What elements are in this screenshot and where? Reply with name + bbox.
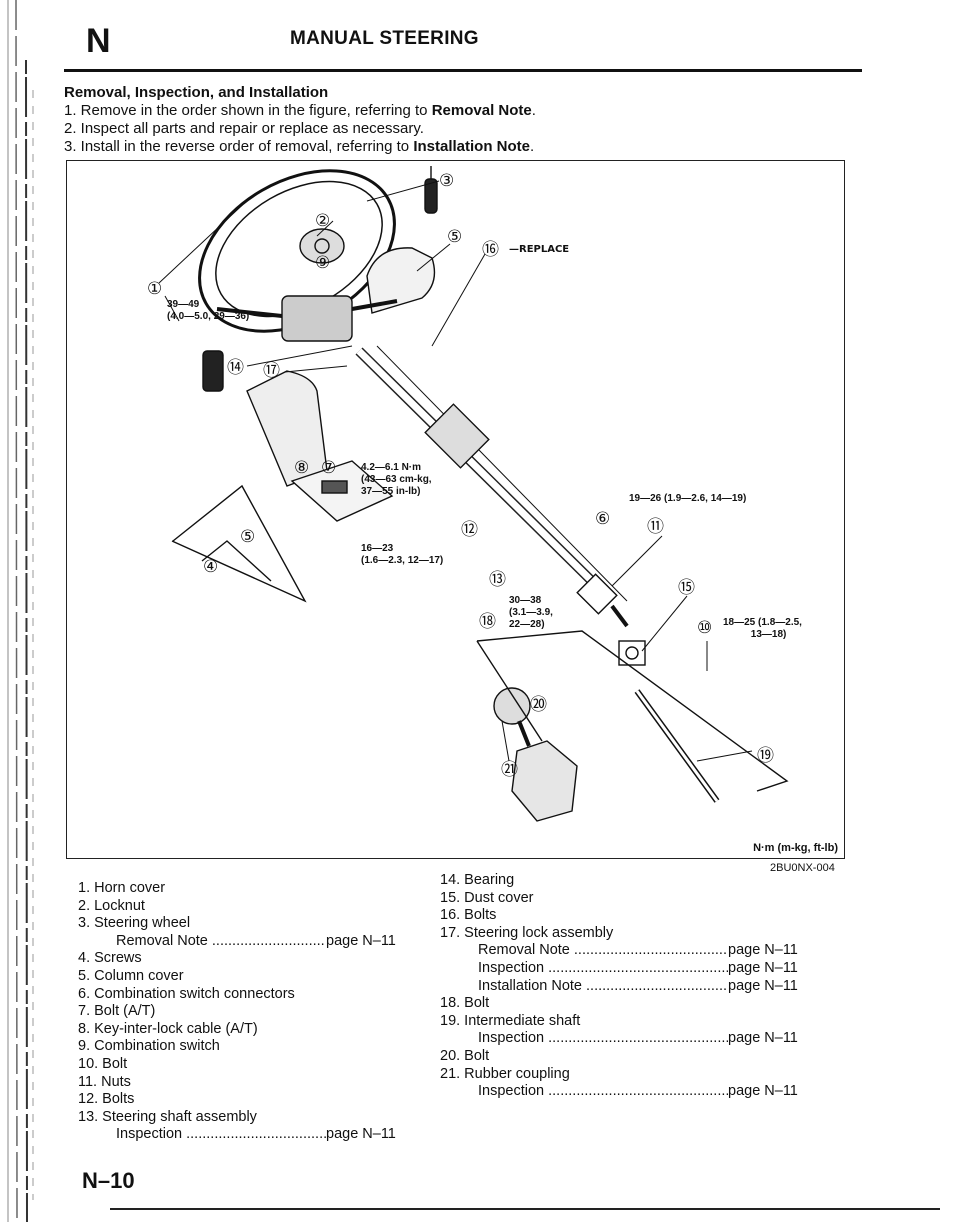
parts-list-item: 8. Key-inter-lock cable (A/T) — [78, 1020, 258, 1037]
callout-20: ⑳ — [530, 695, 547, 715]
page-reference: page N–11 — [728, 959, 798, 976]
parts-list-subitem: Removal Note ...........................… — [78, 933, 396, 951]
step-end: . — [530, 138, 535, 155]
section-letter: N — [86, 22, 111, 60]
callout-11: ⑪ — [647, 517, 664, 537]
page-reference: page N–11 — [326, 932, 396, 949]
callout-5-upper: ⑤ — [447, 227, 463, 247]
callout-6: ⑥ — [595, 509, 611, 529]
parts-list-subitem: Inspection .............................… — [440, 960, 798, 978]
torque-nuts-11: 19—26 (1.9—2.6, 14—19) — [629, 493, 747, 504]
parts-list-item: 6. Combination switch connectors — [78, 985, 295, 1002]
page-title: MANUAL STEERING — [290, 28, 479, 49]
step-end: . — [531, 102, 536, 119]
page-reference: page N–11 — [728, 977, 798, 994]
page-number: N–10 — [82, 1168, 135, 1193]
parts-list-item: 15. Dust cover — [440, 889, 534, 906]
page-reference: page N–11 — [326, 1126, 396, 1143]
callout-16: ⑯ — [482, 240, 499, 260]
step-text: 1. Remove in the order shown in the figu… — [64, 102, 432, 119]
callout-10: ⑩ — [697, 618, 713, 638]
parts-list-item: 16. Bolts — [440, 907, 497, 924]
subitem-label: Inspection .............................… — [116, 1126, 326, 1143]
callout-18: ⑱ — [479, 612, 496, 632]
parts-list-subitem: Removal Note ...........................… — [440, 942, 798, 960]
parts-list-item: 20. Bolt — [440, 1047, 490, 1064]
step-3: 3. Install in the reverse order of remov… — [64, 138, 534, 155]
parts-list-item: 10. Bolt — [78, 1055, 128, 1072]
callout-8: ⑧ — [294, 458, 310, 478]
callout-21: ㉑ — [501, 760, 518, 780]
torque-bolts-12: 16—23 (1.6—2.3, 12—17) — [361, 543, 444, 566]
section-heading: Removal, Inspection, and Installation — [64, 84, 329, 101]
callout-3: ③ — [439, 171, 455, 191]
binder-edge-marks — [7, 0, 34, 1222]
parts-list-item: 4. Screws — [78, 950, 142, 967]
parts-list-item: 7. Bolt (A/T) — [78, 1003, 156, 1020]
callout-17: ⑰ — [263, 361, 280, 381]
callout-5-lower: ⑤ — [240, 527, 256, 547]
page-reference: page N–11 — [728, 1030, 798, 1047]
callout-15: ⑮ — [678, 578, 695, 598]
parts-list-item: 13. Steering shaft assembly — [78, 1108, 257, 1125]
replace-label: —REPLACE — [509, 244, 570, 255]
step-text: 2. Inspect all parts and repair or repla… — [64, 120, 424, 137]
header-rule — [64, 69, 862, 72]
callout-1: ① — [147, 279, 163, 299]
callout-13: ⑬ — [489, 570, 506, 590]
parts-list-subitem: Inspection .............................… — [78, 1126, 396, 1144]
unit-legend: N·m (m-kg, ft-lb) — [753, 842, 838, 854]
parts-list-subitem: Inspection .............................… — [440, 1030, 798, 1048]
exploded-diagram: ① ② ③ ④ ⑤ ⑤ ⑥ ⑦ ⑧ ⑨ ⑩ ⑪ ⑫ ⑬ ⑭ ⑮ ⑯ —REPLA… — [66, 160, 845, 859]
parts-list-item: 19. Intermediate shaft — [440, 1012, 581, 1029]
diagram-drawing — [158, 166, 789, 822]
parts-list-item: 12. Bolts — [78, 1091, 135, 1108]
callout-9: ⑨ — [315, 253, 331, 273]
subitem-label: Inspection .............................… — [478, 1083, 728, 1100]
footer-rule — [110, 1208, 940, 1210]
callout-7: ⑦ — [321, 458, 337, 478]
subitem-label: Removal Note ...........................… — [116, 932, 326, 949]
parts-list-item: 14. Bearing — [440, 872, 515, 888]
step-2: 2. Inspect all parts and repair or repla… — [64, 120, 424, 137]
parts-list-item: 21. Rubber coupling — [440, 1065, 570, 1082]
torque-bolt-7: 4.2—6.1 N·m (43—63 cm-kg, 37—55 in-lb) — [361, 462, 432, 497]
parts-list-subitem: Inspection .............................… — [440, 1083, 798, 1101]
page-reference: page N–11 — [728, 1083, 798, 1100]
subitem-label: Removal Note ...........................… — [478, 942, 728, 959]
torque-bolt-18: 30—38 (3.1—3.9, 22—28) — [509, 595, 553, 630]
parts-list-item: 2. Locknut — [78, 897, 145, 914]
parts-list-item: 11. Nuts — [78, 1073, 131, 1090]
torque-locknut: 39—49 (4.0—5.0, 29—36) — [167, 299, 250, 322]
callout-4: ④ — [203, 557, 219, 577]
torque-bolt-10: 18—25 (1.8—2.5, 13—18) — [723, 617, 802, 640]
callout-12: ⑫ — [461, 520, 478, 540]
parts-list-item: 1. Horn cover — [78, 880, 166, 896]
callout-19: ⑲ — [757, 746, 774, 766]
step-bold-ref: Installation Note — [413, 138, 531, 155]
parts-list-subitem: Installation Note ......................… — [440, 978, 798, 996]
parts-list-item: 18. Bolt — [440, 995, 490, 1012]
callout-14: ⑭ — [227, 358, 244, 378]
parts-list-item: 5. Column cover — [78, 967, 184, 984]
parts-list-item: 9. Combination switch — [78, 1038, 220, 1055]
parts-list-item: 17. Steering lock assembly — [440, 924, 614, 941]
subitem-label: Installation Note ......................… — [478, 977, 728, 994]
subitem-label: Inspection .............................… — [478, 1030, 728, 1047]
figure-id: 2BU0NX-004 — [770, 862, 835, 874]
subitem-label: Inspection .............................… — [478, 959, 728, 976]
step-text: 3. Install in the reverse order of remov… — [64, 138, 414, 155]
callout-2: ② — [315, 211, 331, 231]
step-1: 1. Remove in the order shown in the figu… — [64, 102, 536, 119]
parts-list-item: 3. Steering wheel — [78, 915, 191, 932]
step-bold-ref: Removal Note — [431, 102, 532, 119]
page-reference: page N–11 — [728, 942, 798, 959]
